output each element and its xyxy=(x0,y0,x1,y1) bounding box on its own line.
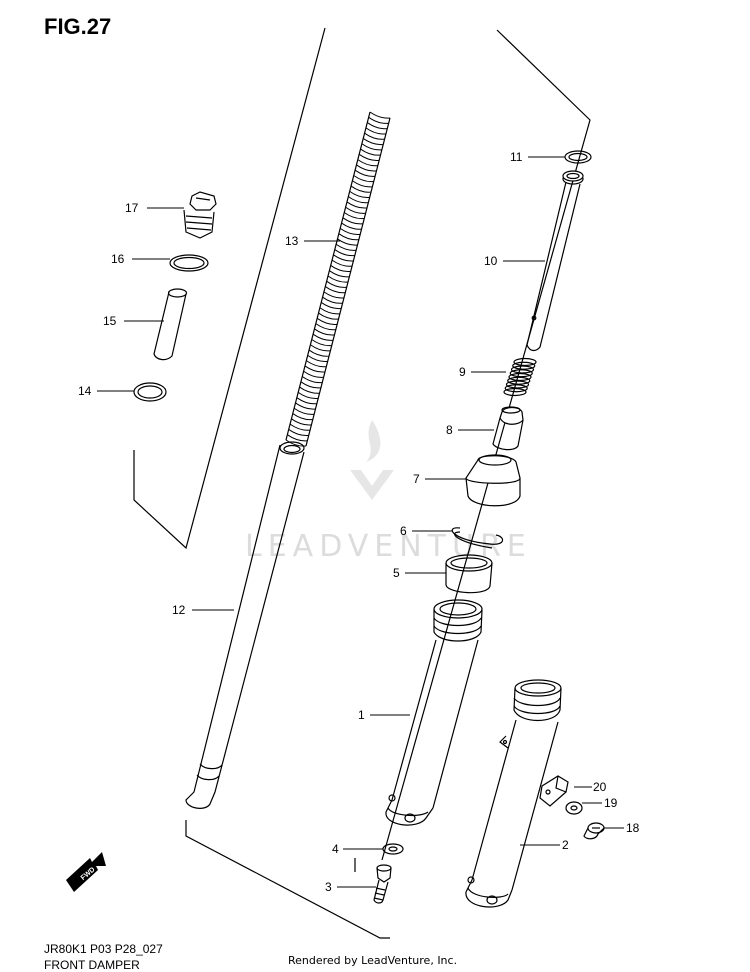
part-20-bracket xyxy=(539,775,569,807)
section-name: FRONT DAMPER xyxy=(44,958,140,972)
callout-14: 14 xyxy=(78,384,92,398)
callout-16: 16 xyxy=(111,252,125,266)
callout-3: 3 xyxy=(325,880,332,894)
left-assembly-outline xyxy=(133,27,390,939)
part-15-spacer-tube xyxy=(153,288,188,361)
callout-12: 12 xyxy=(172,603,186,617)
callout-13: 13 xyxy=(285,234,299,248)
model-code: JR80K1 P03 P28_027 xyxy=(44,942,163,956)
watermark: LEADVENTURE xyxy=(245,420,532,564)
part-9-spring xyxy=(503,357,537,397)
callout-20: 20 xyxy=(593,780,607,794)
callout-2: 2 xyxy=(562,838,569,852)
part-10-rod xyxy=(526,170,584,352)
rendered-by-credit: Rendered by LeadVenture, Inc. xyxy=(288,954,458,967)
leader-lines xyxy=(97,156,624,888)
fwd-direction-badge: FWD xyxy=(66,852,106,892)
watermark-text: LEADVENTURE xyxy=(245,529,532,564)
callout-18: 18 xyxy=(626,821,640,835)
part-8-piston-cap xyxy=(492,406,524,451)
part-16-o-ring xyxy=(169,254,209,272)
callout-10: 10 xyxy=(484,254,498,268)
part-12-inner-tube xyxy=(185,441,305,809)
right-assembly-outline xyxy=(354,29,591,872)
callout-11: 11 xyxy=(510,150,523,164)
part-4-washer xyxy=(382,843,404,855)
callout-9: 9 xyxy=(459,365,466,379)
part-1-outer-tube xyxy=(385,599,483,826)
part-6-circlip xyxy=(451,527,504,549)
part-2-outer-tube xyxy=(465,679,562,908)
callout-labels: 17 16 15 14 13 12 11 10 9 8 7 6 5 1 2 4 … xyxy=(78,150,640,894)
callout-19: 19 xyxy=(604,796,618,810)
part-13-spring xyxy=(285,111,391,447)
callout-6: 6 xyxy=(400,524,407,538)
figure-title: FIG.27 xyxy=(44,14,112,39)
part-17-bolt-cap xyxy=(183,191,217,239)
callout-7: 7 xyxy=(413,472,420,486)
callout-1: 1 xyxy=(358,708,365,722)
part-5-bushing xyxy=(445,554,493,594)
callout-15: 15 xyxy=(103,314,117,328)
part-3-bolt xyxy=(373,864,392,904)
callout-4: 4 xyxy=(332,842,339,856)
callout-17: 17 xyxy=(125,201,139,215)
part-7-dust-seal xyxy=(465,454,521,507)
callout-8: 8 xyxy=(446,423,453,437)
part-18-screw xyxy=(583,822,605,840)
callout-5: 5 xyxy=(393,566,400,580)
part-14-o-ring xyxy=(133,382,167,402)
part-19-washer xyxy=(565,801,583,815)
